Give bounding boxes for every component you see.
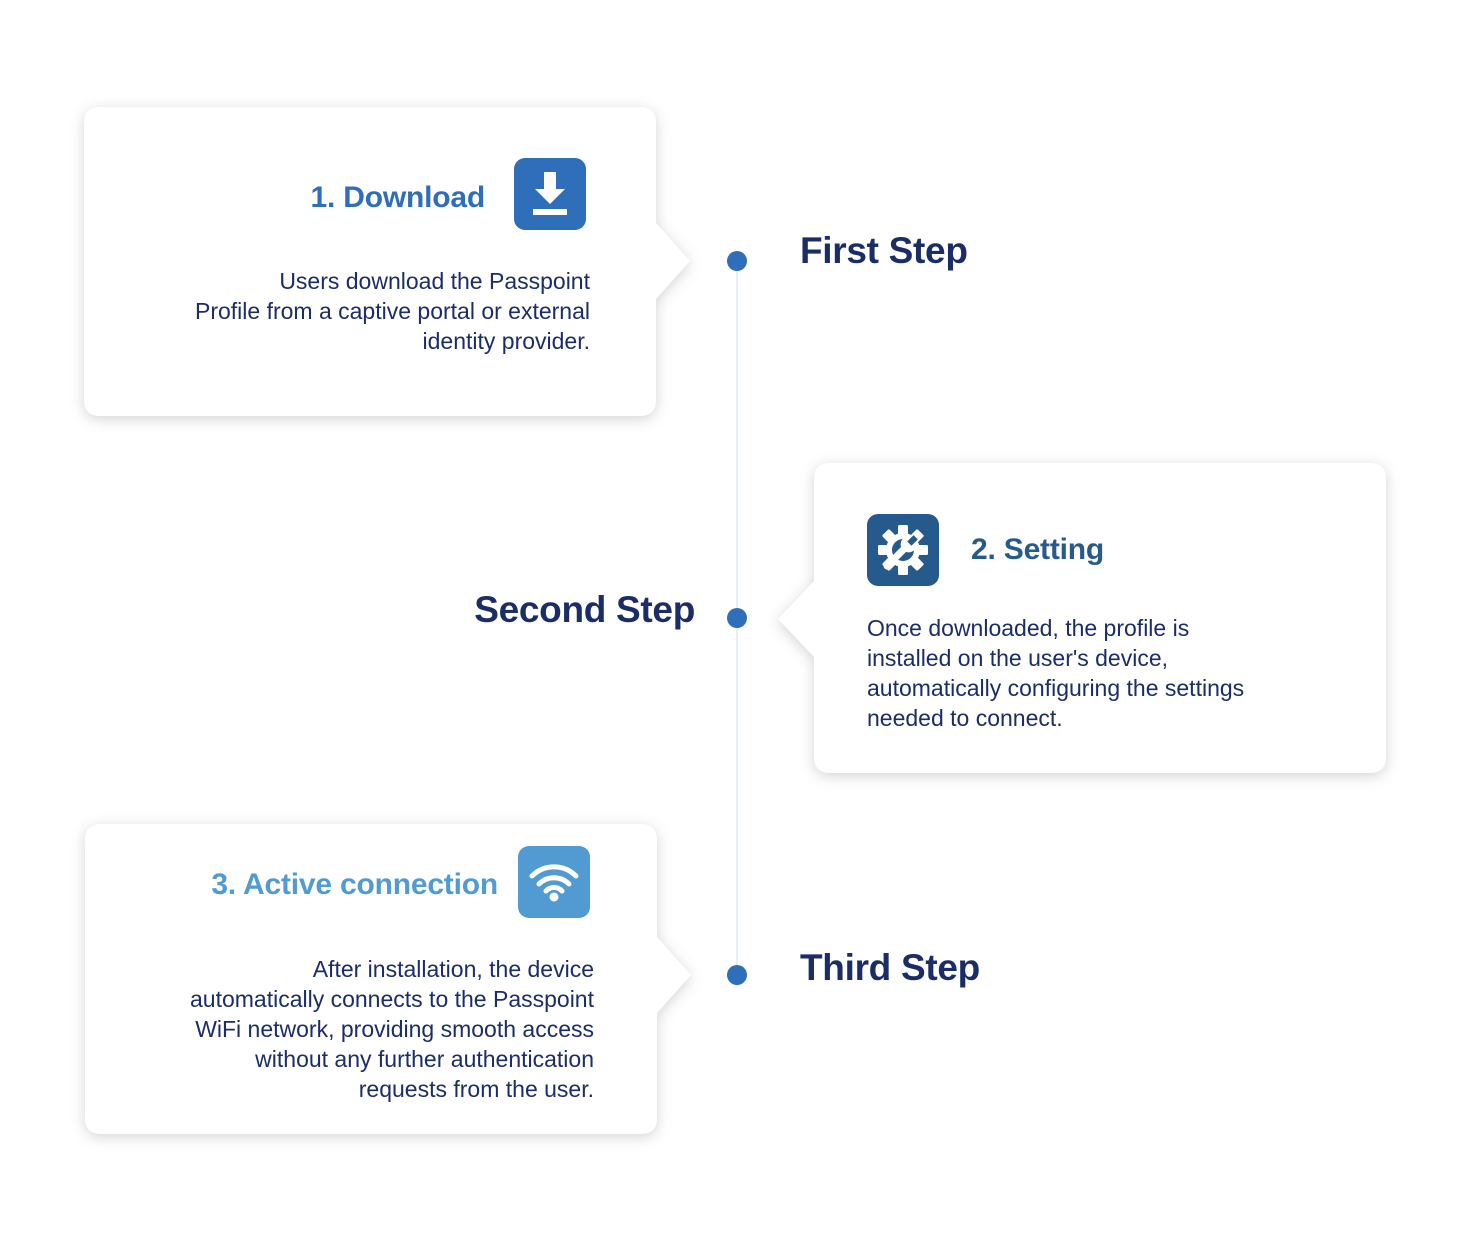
timeline-dot-first	[727, 251, 747, 271]
description-line: identity provider.	[422, 328, 590, 354]
description-line: After installation, the device	[312, 956, 594, 982]
card-title: 3. Active connection	[211, 868, 498, 901]
step-label-second: Second Step	[474, 589, 695, 630]
timeline-dot-second	[727, 608, 747, 628]
card-description: Once downloaded, the profile is installe…	[867, 613, 1244, 733]
description-line: automatically configuring the settings	[867, 675, 1245, 701]
step-label-third: Third Step	[800, 947, 980, 988]
description-line: Profile from a captive portal or externa…	[194, 298, 590, 324]
step-label-first: First Step	[800, 230, 968, 271]
download-icon-box	[514, 158, 586, 230]
description-line: Once downloaded, the profile is	[867, 615, 1190, 641]
description-line: WiFi network, providing smooth access	[195, 1016, 594, 1042]
download-icon	[533, 172, 567, 215]
card-title: 2. Setting	[971, 533, 1105, 566]
card-bubble	[84, 107, 690, 416]
description-line: installed on the user's device,	[867, 645, 1169, 671]
gear-icon-box	[867, 514, 939, 586]
description-line: without any further authentication	[255, 1046, 594, 1072]
step-card-download: 1. Download Users download the Passpoint…	[84, 107, 694, 416]
step-card-active-connection: 3. Active connection After installation,…	[85, 824, 695, 1134]
description-line: automatically connects to the Passpoint	[189, 986, 594, 1012]
card-title: 1. Download	[310, 181, 486, 214]
card-description: After installation, the device automatic…	[190, 954, 594, 1104]
card-description: Users download the Passpoint Profile fro…	[195, 266, 590, 356]
description-line: Users download the Passpoint	[279, 268, 590, 294]
wifi-icon-box	[518, 846, 590, 918]
gear-wrench-icon	[878, 525, 928, 575]
description-line: requests from the user.	[358, 1076, 594, 1102]
wifi-icon	[529, 864, 579, 902]
description-line: needed to connect.	[867, 705, 1063, 731]
step-card-setting: 2. Setting Once downloaded, the profile …	[778, 463, 1386, 773]
timeline-dot-third	[727, 965, 747, 985]
